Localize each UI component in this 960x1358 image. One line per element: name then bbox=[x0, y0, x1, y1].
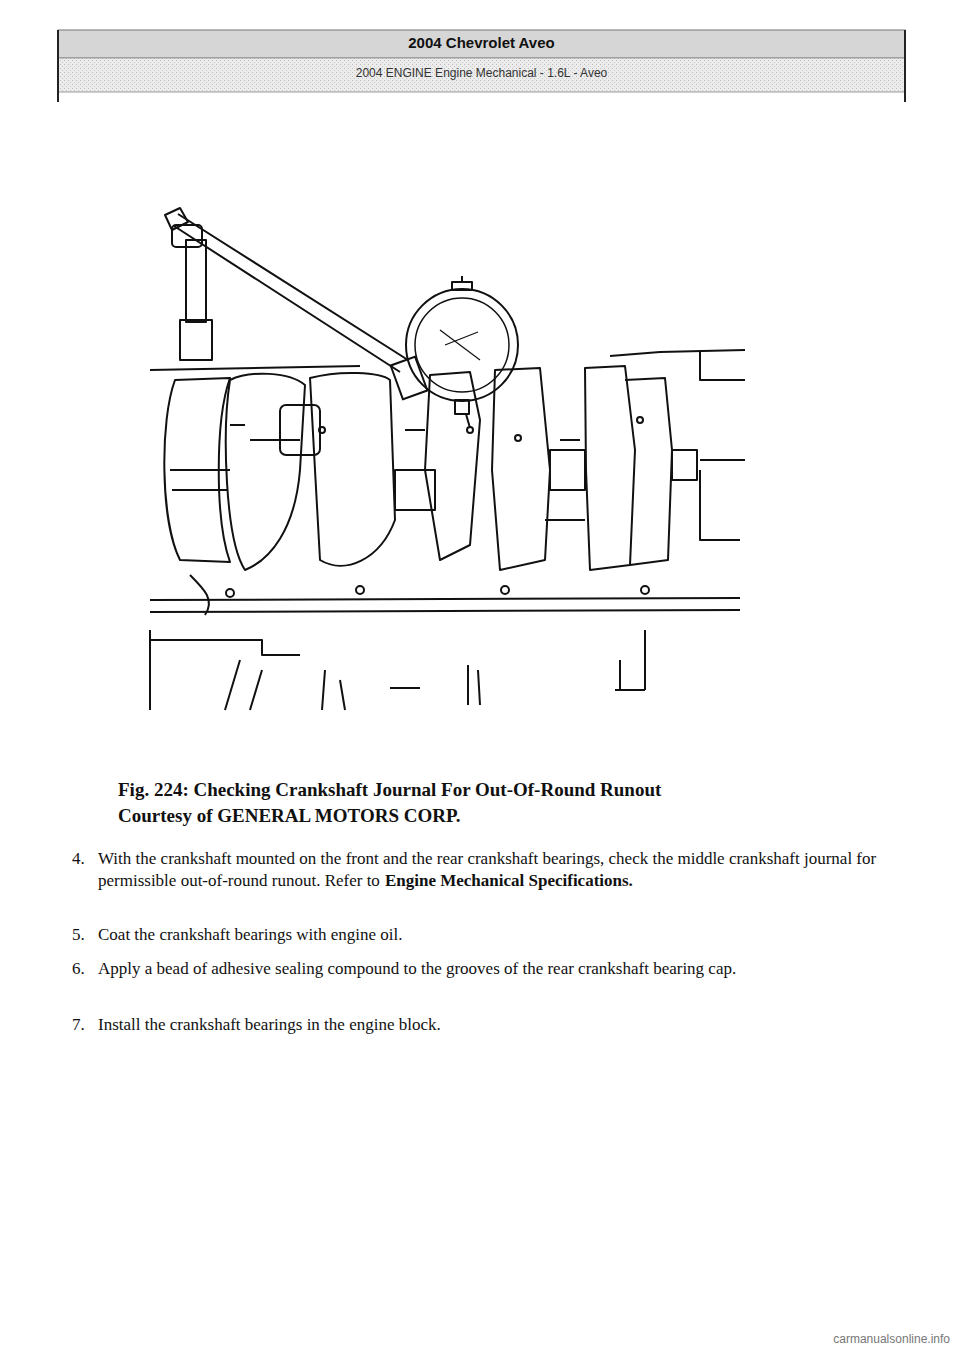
figure-credit: Courtesy of GENERAL MOTORS CORP. bbox=[118, 805, 461, 826]
step-number: 6. bbox=[72, 959, 85, 978]
text-block: Courtesy of GENERAL MOTORS CORP. bbox=[118, 804, 878, 829]
text-block: 2004 Chevrolet Aveo bbox=[58, 33, 905, 53]
step-number: 4. bbox=[72, 849, 85, 868]
text-block: Apply a bead of adhesive sealing compoun… bbox=[98, 958, 888, 980]
step-number: 7. bbox=[72, 1015, 85, 1034]
text-block: 2004 ENGINE Engine Mechanical - 1.6L - A… bbox=[58, 66, 905, 82]
reference-link: Engine Mechanical Specifications. bbox=[385, 871, 633, 890]
figure-caption: Fig. 224: Checking Crankshaft Journal Fo… bbox=[118, 779, 661, 800]
step-text: Coat the crankshaft bearings with engine… bbox=[98, 925, 403, 944]
text-block: Fig. 224: Checking Crankshaft Journal Fo… bbox=[118, 778, 878, 803]
text-block: Coat the crankshaft bearings with engine… bbox=[98, 924, 888, 946]
header-frame bbox=[58, 30, 905, 102]
text-block: Install the crankshaft bearings in the e… bbox=[98, 1014, 888, 1036]
text-block: 5. bbox=[72, 924, 98, 946]
step-text: Install the crankshaft bearings in the e… bbox=[98, 1015, 441, 1034]
text-block: 4. bbox=[72, 848, 98, 870]
step-text: Apply a bead of adhesive sealing compoun… bbox=[98, 959, 736, 978]
text-block: With the crankshaft mounted on the front… bbox=[98, 848, 888, 892]
step-number: 5. bbox=[72, 925, 85, 944]
header-subtitle: 2004 ENGINE Engine Mechanical - 1.6L - A… bbox=[356, 66, 607, 80]
text-block: carmanualsonline.info bbox=[760, 1332, 950, 1348]
text-block: 7. bbox=[72, 1014, 98, 1036]
crankshaft-illustration bbox=[150, 208, 745, 710]
text-block: 6. bbox=[72, 958, 98, 980]
header-title: 2004 Chevrolet Aveo bbox=[408, 34, 554, 51]
watermark: carmanualsonline.info bbox=[833, 1332, 950, 1346]
